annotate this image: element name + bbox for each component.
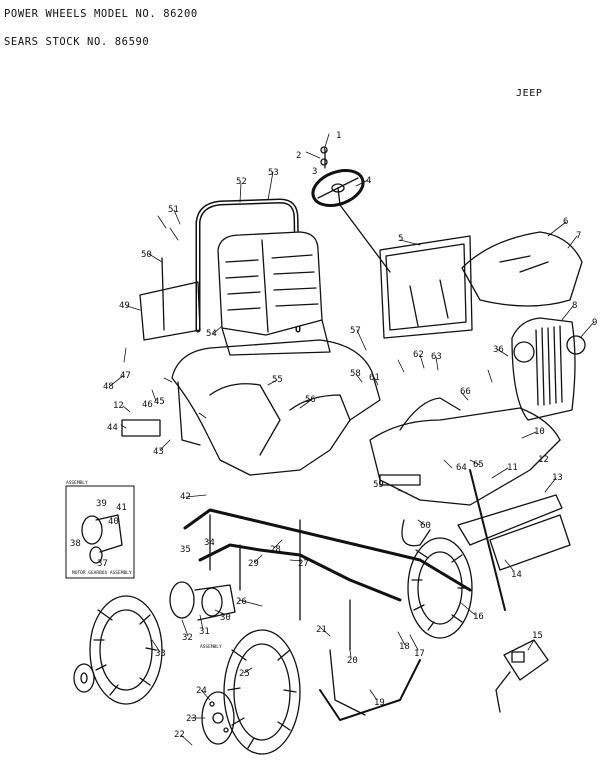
inset-title: ASSEMBLY	[66, 480, 88, 486]
callout-3: 3	[312, 167, 317, 177]
callout-21: 21	[316, 625, 327, 635]
callout-17: 17	[414, 649, 425, 659]
wiring-harness-drawing	[401, 519, 431, 547]
callout-40: 40	[108, 517, 119, 527]
callout-43: 43	[153, 447, 164, 457]
vehicle-name-label: JEEP	[516, 88, 543, 99]
front-bumper-drawing	[457, 494, 571, 571]
windshield-drawing	[379, 235, 473, 339]
callout-27: 27	[298, 559, 309, 569]
callout-58: 58	[350, 369, 361, 379]
callout-59: 59	[373, 480, 384, 490]
front-right-wheel-drawing	[407, 537, 473, 639]
callout-41: 41	[116, 503, 127, 513]
callout-42: 42	[180, 492, 191, 502]
callout-51: 51	[168, 205, 179, 215]
callout-7: 7	[576, 231, 581, 241]
callout-4: 4	[366, 176, 371, 186]
callout-48: 48	[103, 382, 114, 392]
callout-61: 61	[369, 373, 380, 383]
callout-19: 19	[374, 698, 385, 708]
callout-54: 54	[206, 329, 217, 339]
callout-38: 38	[70, 539, 81, 549]
callout-33: 33	[155, 649, 166, 659]
callout-60: 60	[420, 521, 431, 531]
callout-32: 32	[182, 633, 193, 643]
callout-5: 5	[398, 234, 403, 244]
rear-left-wheel-drawing	[89, 595, 163, 705]
callout-35: 35	[180, 545, 191, 555]
callout-56: 56	[305, 395, 316, 405]
callout-28: 28	[270, 545, 281, 555]
motor-gearbox-drawing	[169, 581, 236, 621]
callout-22: 22	[174, 730, 185, 740]
callout-39: 39	[96, 499, 107, 509]
callout-46: 46	[142, 400, 153, 410]
dashboard-panel-drawing	[121, 419, 161, 437]
callout-53: 53	[268, 168, 279, 178]
grille-drawing	[511, 317, 586, 421]
callout-44: 44	[107, 423, 118, 433]
callout-8: 8	[572, 301, 577, 311]
seat-drawing	[217, 231, 331, 356]
stock-number-heading: SEARS STOCK NO. 86590	[4, 36, 150, 48]
callout-52: 52	[236, 177, 247, 187]
callout-65: 65	[473, 460, 484, 470]
callout-47: 47	[120, 371, 131, 381]
callout-49: 49	[119, 301, 130, 311]
callout-20: 20	[347, 656, 358, 666]
hub-cap-drawing	[73, 663, 95, 693]
callout-57: 57	[350, 326, 361, 336]
callout-18: 18	[399, 642, 410, 652]
callout-55: 55	[272, 375, 283, 385]
steering-wheel-drawing	[311, 146, 391, 273]
callout-30: 30	[220, 613, 231, 623]
body-tub-drawing	[171, 339, 381, 476]
hood-drawing	[461, 231, 583, 307]
callout-12-front: 12	[538, 455, 549, 465]
front-body-drawing	[369, 397, 561, 506]
roll-bar-drawing	[195, 198, 301, 333]
callout-11: 11	[507, 463, 518, 473]
callout-leader-lines	[109, 133, 595, 746]
model-number-heading: POWER WHEELS MODEL NO. 86200	[4, 8, 198, 20]
callout-12-rear: 12	[113, 401, 124, 411]
wheel-hub-drawing	[201, 691, 235, 745]
callout-45: 45	[154, 397, 165, 407]
callout-1: 1	[336, 131, 341, 141]
callout-50: 50	[141, 250, 152, 260]
side-panel-drawing	[139, 257, 201, 341]
callout-66: 66	[460, 387, 471, 397]
battery-charger-drawing	[495, 639, 549, 713]
callout-63: 63	[431, 352, 442, 362]
callout-34: 34	[204, 538, 215, 548]
motor-gearbox-inset-box	[65, 485, 135, 579]
callout-14: 14	[511, 570, 522, 580]
callout-2: 2	[296, 151, 301, 161]
callout-26: 26	[236, 597, 247, 607]
callout-37: 37	[97, 559, 108, 569]
inset-caption: MOTOR GEARBOX ASSEMBLY	[72, 570, 132, 576]
front-left-wheel-drawing	[223, 629, 301, 755]
callout-13: 13	[552, 473, 563, 483]
bottom-assembly-note: ASSEMBLY	[200, 644, 222, 650]
callout-16: 16	[473, 612, 484, 622]
chassis-frame-drawing	[183, 469, 506, 721]
callout-25: 25	[239, 669, 250, 679]
callout-23: 23	[186, 714, 197, 724]
callout-29: 29	[248, 559, 259, 569]
callout-9: 9	[592, 318, 597, 328]
callout-36: 36	[493, 345, 504, 355]
callout-62: 62	[413, 350, 424, 360]
callout-6: 6	[563, 217, 568, 227]
callout-64: 64	[456, 463, 467, 473]
callout-10: 10	[534, 427, 545, 437]
callout-15: 15	[532, 631, 543, 641]
callout-24: 24	[196, 686, 207, 696]
callout-31: 31	[199, 627, 210, 637]
